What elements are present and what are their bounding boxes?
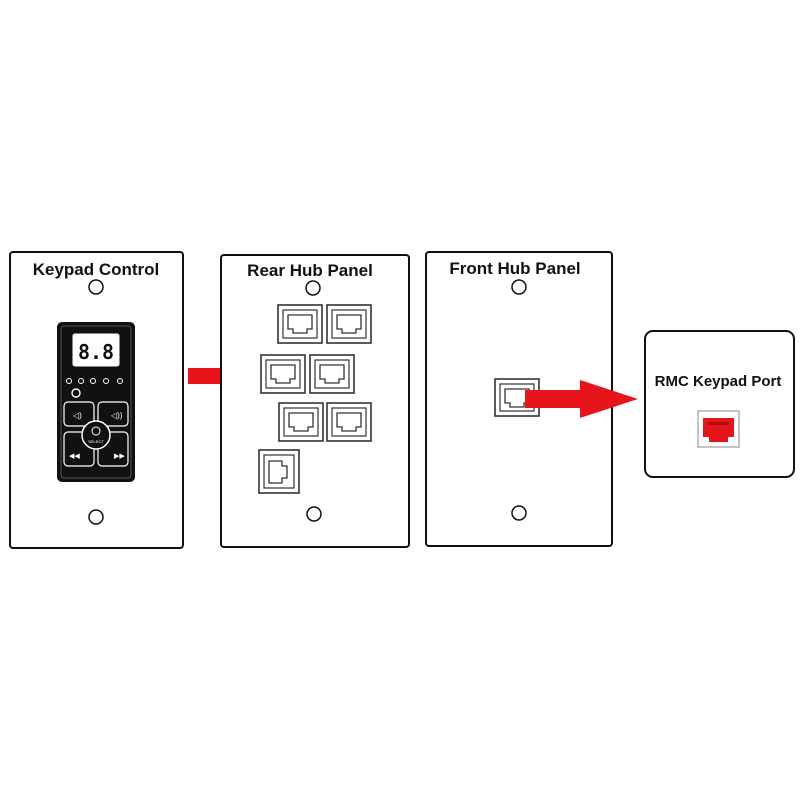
seven-segment-display	[72, 333, 120, 367]
front-hub-panel: Front Hub Panel	[425, 251, 613, 547]
top-screw-hole	[88, 279, 104, 295]
ethernet-port-icon	[277, 304, 323, 344]
volume-up-button[interactable]: ◁))	[97, 401, 129, 427]
rear-hub-panel: Rear Hub Panel	[220, 254, 410, 548]
select-power-button[interactable]: SELECT	[81, 420, 111, 450]
rmc-keypad-port-title: RMC Keypad Port	[655, 373, 782, 390]
ethernet-port-icon	[326, 402, 372, 442]
keypad-control-panel: Keypad Control 8.8 ◁)	[9, 251, 184, 549]
ethernet-port-icon	[697, 410, 740, 448]
next-track-icon: ▶▶	[114, 453, 125, 460]
select-button-label: SELECT	[88, 439, 104, 444]
speaker-low-icon: ◁)	[72, 411, 82, 420]
bottom-screw-hole	[306, 506, 322, 522]
volume-down-button[interactable]: ◁)	[63, 401, 95, 427]
ethernet-port-icon	[260, 354, 306, 394]
bottom-screw-hole	[88, 509, 104, 525]
previous-track-icon: ◀◀	[69, 453, 80, 460]
bottom-screw-hole	[511, 505, 527, 521]
top-screw-hole	[305, 280, 321, 296]
keypad-device: 8.8 ◁) ◁)) ◀◀	[57, 322, 135, 482]
arrow-front-hub-to-rmc	[525, 380, 638, 418]
speaker-high-icon: ◁))	[110, 411, 123, 420]
ethernet-port-icon	[278, 402, 324, 442]
ethernet-port-icon	[326, 304, 372, 344]
rear-hub-title: Rear Hub Panel	[247, 261, 373, 280]
top-screw-hole	[511, 279, 527, 295]
source-led-row	[66, 378, 123, 398]
phone-jack-icon	[258, 449, 300, 494]
rmc-keypad-port-panel: RMC Keypad Port	[644, 330, 795, 478]
keypad-control-title: Keypad Control	[33, 260, 160, 279]
front-hub-title: Front Hub Panel	[449, 259, 580, 278]
ethernet-port-icon	[309, 354, 355, 394]
power-icon	[91, 426, 101, 436]
display-readout: 8.8	[78, 340, 114, 364]
